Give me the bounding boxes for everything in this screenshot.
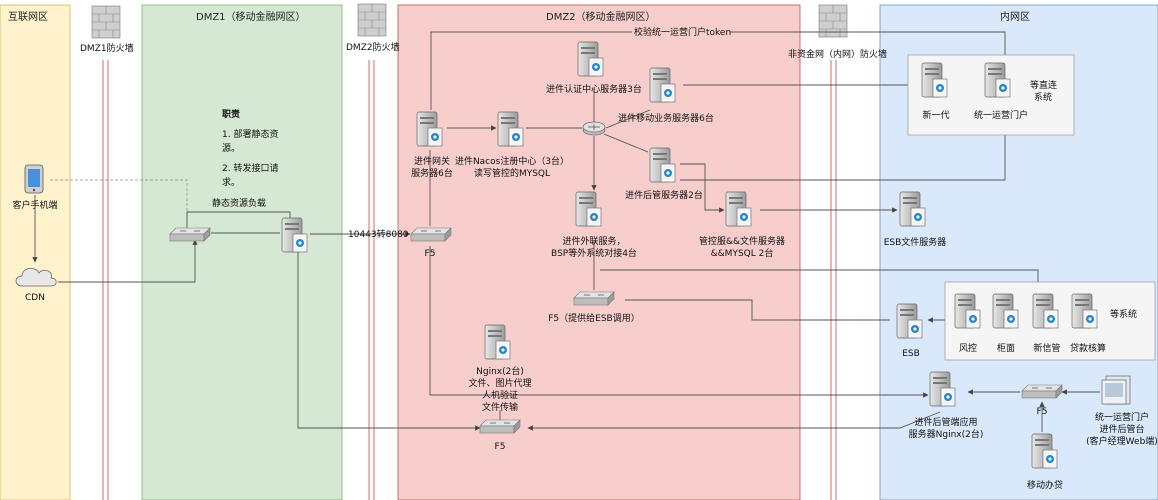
other-systems-label: 等系统 — [1110, 308, 1137, 320]
phone-icon — [24, 164, 44, 194]
duties-line-1: 1. 部署静态资 — [222, 128, 278, 140]
portal-client-label-2: 进件后管台 — [1099, 423, 1144, 435]
nginx-label-2: 文件、图片代理 — [468, 377, 531, 389]
duties-line-4: 求。 — [222, 176, 240, 188]
mgmt-label-2: &&MYSQL 2台 — [711, 247, 774, 259]
firewall-label-dmz1: DMZ1防火墙 — [80, 42, 134, 54]
web-client-icon — [1101, 375, 1131, 405]
connectors — [32, 31, 1100, 432]
backend-label: 进件后管服务器2台 — [625, 189, 703, 201]
zone-dmz2-title: DMZ2（移动金融网区） — [546, 10, 656, 23]
mobile-loan-label: 移动办贷 — [1027, 479, 1063, 491]
f5-esb-icon — [573, 291, 615, 306]
guimian-label: 柜面 — [997, 342, 1015, 354]
f5-esb-label: F5（提供给ESB调用） — [548, 312, 639, 324]
phone-label: 客户手机端 — [12, 199, 57, 211]
duties-line-2: 源。 — [222, 143, 240, 154]
gateway-label-1: 进件网关 — [414, 155, 450, 167]
f5-intranet-label: F5 — [1037, 407, 1048, 417]
f5-main-label: F5 — [425, 249, 436, 259]
auth-label: 进件认证中心服务器3台 — [546, 83, 642, 95]
xindai-label: 新一代 — [922, 109, 949, 121]
portal-label: 统一运营门户 — [974, 109, 1028, 121]
cdn-label: CDN — [25, 293, 45, 303]
token-label-bg — [632, 26, 730, 38]
firewall-icon-dmz1 — [91, 5, 121, 39]
f5-intranet-icon — [1021, 384, 1063, 399]
firewall-icon-dmz2 — [357, 3, 387, 37]
firewall-line-dmz2 — [368, 60, 375, 500]
portal-client-label-3: (客户经理Web端) — [1086, 435, 1158, 447]
direct-label-2: 系统 — [1034, 91, 1052, 103]
esb-label: ESB — [902, 349, 920, 359]
daikuan-label: 贷款核算 — [1070, 342, 1106, 354]
nginx-label-1: Nginx(2台) — [476, 365, 524, 377]
external-label-1: 进件外联服务， — [562, 235, 625, 247]
mgmt-label-1: 管控服&&文件服务器 — [699, 235, 785, 247]
f5-bottom-icon — [479, 419, 521, 434]
zone-dmz1 — [141, 4, 343, 500]
zone-intranet-title: 内网区 — [1000, 10, 1030, 23]
external-label-2: BSP等外系统对接4台 — [551, 247, 637, 259]
nginx-label-4: 文件传输 — [482, 401, 518, 413]
firewall-label-dmz2: DMZ2防火墙 — [346, 41, 400, 53]
zone-dmz2 — [397, 4, 801, 500]
gateway-label-2: 服务器6台 — [411, 167, 453, 179]
cdn-cloud-icon — [15, 268, 57, 287]
direct-label-1: 等直连 — [1030, 79, 1057, 91]
firewall-line-nonfin — [830, 60, 837, 500]
duties-title: 职责 — [222, 108, 240, 120]
f5-bottom-label: F5 — [495, 442, 506, 452]
xinxinguan-label: 新信管 — [1033, 342, 1060, 354]
backend-app-label-1: 进件后管端应用 — [914, 416, 977, 428]
port-map-label: 10443转8080 — [348, 228, 409, 240]
mobile-biz-label: 进件移动业务服务器6台 — [618, 112, 714, 124]
backend-app-label-2: 服务器Nginx(2台) — [909, 428, 984, 440]
dmz1-switch-icon — [169, 227, 211, 242]
nacos-label-2: 读写管控的MYSQL — [474, 167, 550, 179]
zone-internet-title: 互联网区 — [8, 11, 48, 23]
fengkong-label: 风控 — [959, 342, 977, 354]
token-label: 校验统一运营门户token — [634, 26, 731, 38]
static-lb-label: 静态资源负载 — [212, 197, 266, 209]
nginx-label-3: 人机验证 — [482, 389, 518, 401]
esb-file-label: ESB文件服务器 — [884, 236, 947, 248]
f5-main-icon — [410, 227, 452, 242]
zone-dmz1-title: DMZ1（移动金融网区） — [196, 10, 306, 23]
duties-line-3: 2. 转发接口请 — [222, 162, 278, 174]
portal-client-label-1: 统一运营门户 — [1095, 411, 1149, 423]
nacos-label-1: 进件Nacos注册中心（3台） — [455, 155, 569, 167]
firewall-label-nonfin: 非资金网（内网）防火墙 — [788, 48, 887, 60]
router-icon — [582, 121, 606, 136]
firewall-line-dmz1 — [102, 60, 109, 500]
